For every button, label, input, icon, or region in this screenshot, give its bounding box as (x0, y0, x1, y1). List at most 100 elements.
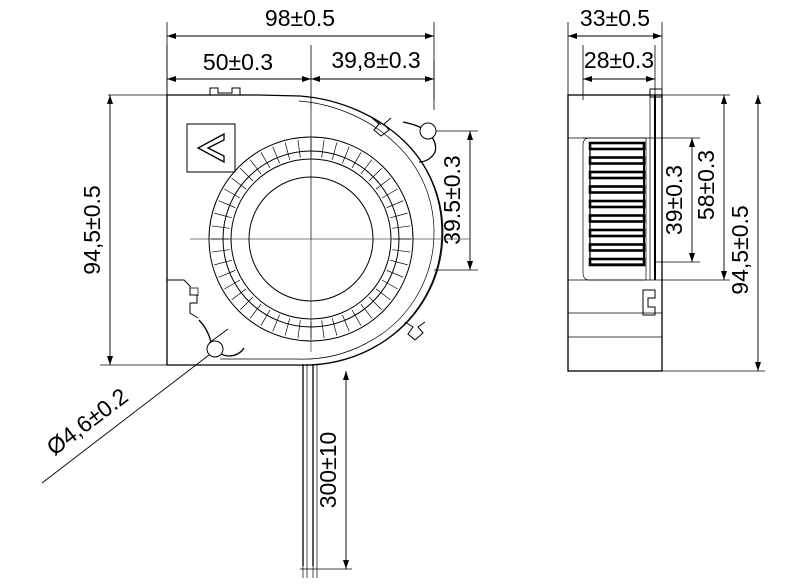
impeller-blade (381, 279, 398, 290)
label-lead-wire-length: 300±10 (315, 432, 341, 509)
impeller-blade (321, 139, 325, 158)
label-hole-offset-vertical: 39.5±0.3 (439, 155, 465, 244)
label-overall-height-left: 94,5±0.5 (79, 185, 105, 274)
impeller-blade (231, 177, 247, 190)
front-view: 98±0.5 50±0.3 39,8±0.3 94,5±0.5 (42, 5, 478, 578)
impeller-blade (386, 270, 404, 278)
mounting-ear-bottom-left (198, 319, 245, 358)
grille-slat (588, 199, 646, 209)
dim-side-grille-height: 39±0.3 (661, 138, 695, 262)
label-right-span: 39,8±0.3 (331, 47, 420, 73)
side-view: 33±0.5 28±0.3 39±0.3 58±0.3 (567, 5, 765, 372)
lead-wires (302, 364, 318, 578)
rotation-direction-indicator (186, 123, 236, 173)
impeller-blade (260, 152, 271, 169)
grille-slat (588, 170, 646, 180)
impeller-blades (211, 139, 411, 339)
dim-lead-wire-length: 300±10 (300, 371, 352, 570)
dim-hole-diameter: Ø4,6±0.2 (42, 328, 229, 484)
label-overall-width: 98±0.5 (265, 5, 335, 31)
impeller-blade (218, 270, 236, 278)
housing-left-clip (167, 279, 199, 319)
outlet-grille-slats (588, 141, 646, 267)
impeller-blade (272, 146, 280, 164)
volute-housing-outline (166, 94, 443, 366)
impeller-blade (211, 249, 230, 253)
impeller-blade (368, 296, 382, 310)
dim-side-overall-depth: 33±0.5 (568, 5, 662, 39)
impeller-blade (331, 142, 338, 160)
housing-lower-right-clip (404, 321, 426, 341)
impeller-blade (272, 314, 280, 332)
dim-right-span: 39,8±0.3 (311, 47, 434, 82)
impeller-blade (240, 168, 254, 182)
housing-top-tab (209, 87, 241, 95)
dim-side-overall-height: 94,5±0.5 (727, 95, 761, 371)
mounting-ear-top-right (402, 121, 437, 163)
impeller-blade (214, 259, 232, 266)
label-side-grille-height: 39±0.3 (661, 165, 687, 235)
impeller-blade (240, 296, 254, 310)
impeller-blade (284, 142, 291, 160)
grille-slat (588, 243, 646, 252)
impeller-blade (218, 200, 236, 208)
impeller-blade (360, 159, 373, 175)
label-side-inner-depth: 28±0.3 (584, 47, 654, 73)
impeller-blade (249, 303, 262, 319)
dim-hole-offset-vertical: 39.5±0.3 (439, 131, 473, 270)
mounting-hole-bottom-left (206, 340, 224, 358)
impeller-blade (392, 249, 411, 253)
chevron-left-icon (196, 132, 225, 164)
impeller-blade (360, 303, 373, 319)
impeller-blade (386, 200, 404, 208)
dim-overall-width: 98±0.5 (167, 5, 434, 39)
impeller-blade (351, 309, 362, 326)
volute-inner-wall (220, 100, 444, 360)
impeller-blade (214, 212, 232, 219)
dim-side-inner-depth: 28±0.3 (583, 47, 655, 82)
side-clip-detail (642, 289, 656, 316)
label-left-span: 50±0.3 (203, 49, 273, 75)
grille-slat (588, 156, 646, 165)
side-extension-lines (567, 22, 765, 372)
dim-left-span: 50±0.3 (167, 49, 311, 82)
impeller-blade (375, 177, 391, 190)
grille-slat (588, 228, 646, 238)
impeller-blade (375, 288, 391, 301)
impeller-blade (342, 314, 350, 332)
mounting-hole-top-right (419, 122, 437, 140)
grille-slat (588, 141, 646, 151)
impeller-blade (231, 288, 247, 301)
grille-slat (588, 185, 646, 194)
front-center-lines (190, 110, 470, 352)
impeller-blade (390, 212, 408, 219)
side-inner-panel (582, 137, 647, 281)
dim-side-body-height: 58±0.3 (693, 95, 727, 280)
impeller-blade (297, 139, 301, 158)
impeller-blade (297, 320, 301, 339)
grille-slat (588, 214, 646, 223)
impeller-blade (368, 168, 382, 182)
impeller-blade (342, 146, 350, 164)
label-side-body-height: 58±0.3 (693, 150, 719, 220)
impeller-blade (249, 159, 262, 175)
impeller-blade (390, 259, 408, 266)
impeller-blade (331, 318, 338, 336)
impeller-blade (392, 225, 411, 229)
impeller-assembly (208, 136, 414, 342)
impeller-blade (211, 225, 230, 229)
impeller-blade (260, 309, 271, 326)
impeller-blade (351, 152, 362, 169)
front-extension-lines (100, 22, 478, 366)
impeller-blade (284, 318, 291, 336)
label-side-overall-depth: 33±0.5 (580, 5, 650, 31)
impeller-blade (381, 188, 398, 199)
dim-overall-height-left: 94,5±0.5 (79, 95, 113, 365)
side-top-tab (649, 88, 663, 98)
label-side-overall-height: 94,5±0.5 (727, 205, 753, 294)
impeller-blade (224, 188, 241, 199)
impeller-blade (224, 279, 241, 290)
housing-upper-right-clip (370, 116, 392, 137)
